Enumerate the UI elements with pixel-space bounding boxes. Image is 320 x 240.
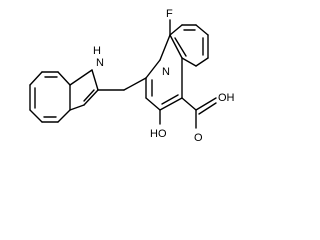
bond bbox=[181, 57, 197, 67]
bond bbox=[169, 34, 183, 59]
bond bbox=[83, 89, 99, 106]
bond bbox=[159, 34, 171, 61]
bond bbox=[69, 104, 85, 111]
bond bbox=[195, 24, 209, 36]
bond bbox=[161, 94, 179, 105]
bond bbox=[123, 77, 147, 91]
atom-labels: F N H N HO O OH bbox=[93, 8, 235, 144]
bond bbox=[69, 69, 93, 86]
bond bbox=[57, 71, 71, 86]
quinoline-bonds bbox=[123, 19, 217, 129]
bond bbox=[145, 97, 161, 111]
structure-diagram: F N H N HO O OH bbox=[29, 8, 235, 144]
bond bbox=[57, 109, 71, 123]
bond bbox=[181, 97, 197, 111]
indole-n-label: N bbox=[96, 57, 104, 69]
bond bbox=[29, 109, 43, 123]
hydroxyl-label: HO bbox=[150, 128, 167, 140]
bond bbox=[195, 57, 209, 67]
bond bbox=[145, 59, 161, 79]
bond bbox=[169, 24, 183, 36]
bond bbox=[198, 102, 217, 115]
bond bbox=[83, 89, 95, 102]
bond bbox=[29, 71, 43, 86]
carboxyl-oh-label: OH bbox=[218, 92, 235, 104]
indole-bonds bbox=[29, 69, 125, 123]
fluorine-label: F bbox=[166, 8, 173, 20]
bond bbox=[159, 97, 183, 111]
carboxyl-o-label: O bbox=[194, 132, 203, 144]
bond bbox=[195, 97, 217, 111]
indole-nh-h-label: H bbox=[93, 45, 101, 57]
bond bbox=[91, 69, 99, 91]
molecule-canvas: F N H N HO O OH bbox=[29, 7, 235, 144]
quinoline-n-label: N bbox=[162, 66, 170, 78]
bond bbox=[174, 37, 187, 57]
